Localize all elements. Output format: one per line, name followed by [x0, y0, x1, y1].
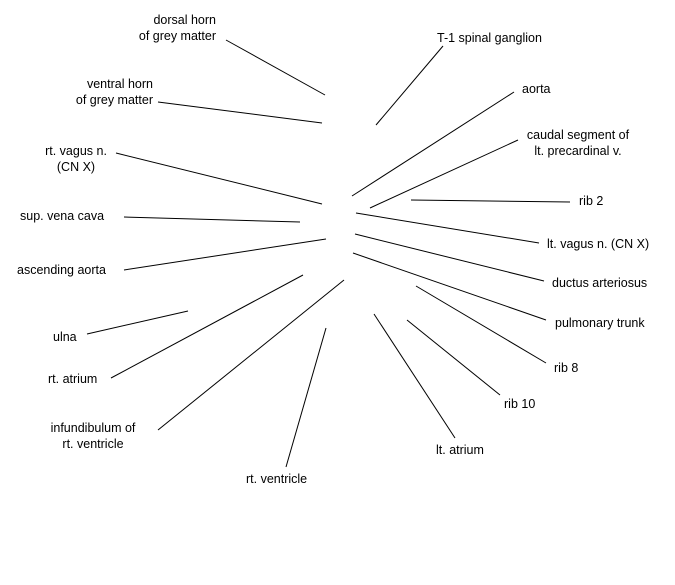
- label-rib-8: rib 8: [554, 361, 579, 375]
- label-ulna: ulna: [53, 330, 77, 344]
- leader-line-rib8: [415, 285, 547, 364]
- leader-line-lt-vagus: [355, 212, 540, 244]
- leader-line-ascending-aorta: [123, 238, 327, 271]
- label-ductus-arteriosus: ductus arteriosus: [552, 276, 648, 290]
- label-lt-atrium: lt. atrium: [436, 443, 484, 457]
- leader-line-aorta: [351, 91, 515, 197]
- label-rt-vagus: rt. vagus n. (CN X): [45, 144, 107, 174]
- label-rt-atrium: rt. atrium: [48, 372, 98, 386]
- label-infundibulum: infundibulum of rt. ventricle: [50, 421, 136, 451]
- label-caudal-segment-precardinal: caudal segment of lt. precardinal v.: [526, 128, 630, 158]
- leader-line-caudal-precardinal: [369, 139, 519, 209]
- leader-line-ventral-horn: [157, 101, 323, 124]
- leader-line-sup-vena-cava: [123, 216, 301, 223]
- label-aorta: aorta: [522, 82, 551, 96]
- label-sup-vena-cava: sup. vena cava: [20, 209, 105, 223]
- label-t1-spinal-ganglion: T-1 spinal ganglion: [437, 31, 542, 45]
- leader-line-ductus: [354, 233, 545, 282]
- leader-line-ulna: [86, 310, 189, 335]
- leader-line-lt-atrium: [373, 313, 456, 439]
- label-ventral-horn: ventral horn of grey matter: [75, 77, 153, 107]
- leader-line-rib10: [406, 319, 501, 396]
- label-dorsal-horn: dorsal horn of grey matter: [138, 13, 216, 43]
- label-pulmonary-trunk: pulmonary trunk: [555, 316, 645, 330]
- leader-line-t1-ganglion: [375, 45, 444, 126]
- label-rib-2: rib 2: [579, 194, 604, 208]
- leader-line-rt-ventricle: [285, 327, 327, 468]
- leader-line-infundibulum: [157, 279, 345, 431]
- label-ascending-aorta: ascending aorta: [17, 263, 106, 277]
- leader-line-dorsal-horn: [225, 39, 326, 96]
- leader-line-pulmonary-trunk: [352, 252, 547, 321]
- label-rib-10: rib 10: [504, 397, 536, 411]
- leader-line-rib2: [410, 199, 571, 203]
- label-rt-ventricle: rt. ventricle: [246, 472, 308, 486]
- leader-line-rt-vagus: [115, 152, 323, 205]
- leader-line-rt-atrium: [110, 274, 304, 379]
- label-lt-vagus: lt. vagus n. (CN X): [547, 237, 650, 251]
